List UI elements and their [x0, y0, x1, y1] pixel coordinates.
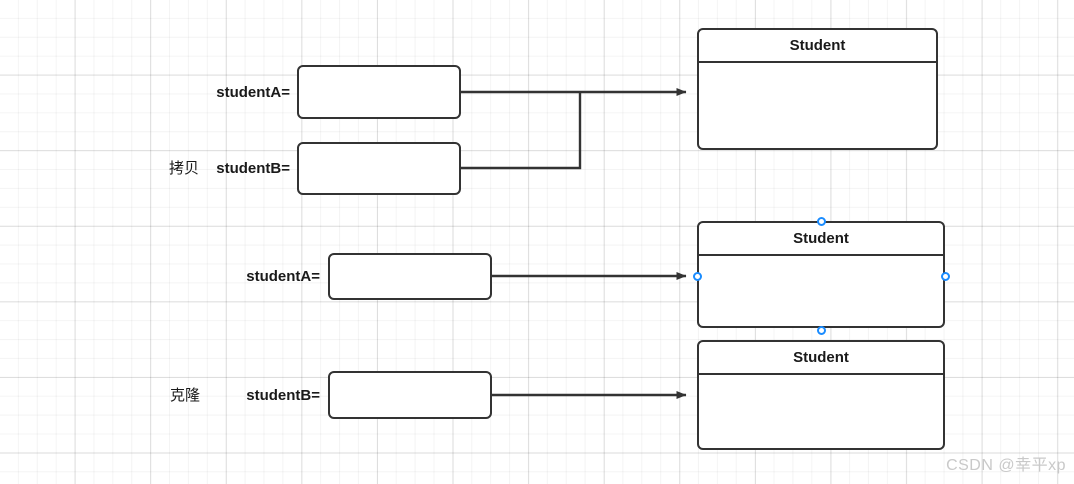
group-label-clone: 克隆	[170, 387, 201, 404]
uml-class-body-2	[699, 256, 943, 326]
var-box-clone-studentB[interactable]	[328, 371, 492, 419]
var-box-clone-studentA[interactable]	[328, 253, 492, 300]
uml-class-student-1[interactable]: Student	[697, 28, 938, 150]
label-clone-studentB: studentB=	[246, 387, 320, 404]
selection-handle-bottom[interactable]	[816, 325, 826, 335]
var-box-copy-studentB[interactable]	[297, 142, 461, 195]
uml-class-body-1	[699, 63, 936, 148]
connector-copy-studentB[interactable]	[461, 92, 582, 170]
selection-handle-left[interactable]	[692, 271, 702, 281]
selection-handle-top[interactable]	[816, 216, 826, 226]
label-clone-studentA: studentA=	[246, 268, 320, 285]
group-label-copy: 拷贝	[169, 160, 200, 177]
uml-class-student-2[interactable]: Student	[697, 221, 945, 328]
uml-class-title-1: Student	[699, 30, 936, 63]
label-copy-studentB: studentB=	[216, 160, 290, 177]
uml-class-title-2: Student	[699, 223, 943, 256]
watermark: CSDN @幸平xp	[946, 457, 1066, 474]
var-box-copy-studentA[interactable]	[297, 65, 461, 119]
uml-class-student-3[interactable]: Student	[697, 340, 945, 450]
uml-class-body-3	[699, 375, 943, 448]
label-copy-studentA: studentA=	[216, 84, 290, 101]
uml-class-title-3: Student	[699, 342, 943, 375]
selection-handle-right[interactable]	[940, 271, 950, 281]
